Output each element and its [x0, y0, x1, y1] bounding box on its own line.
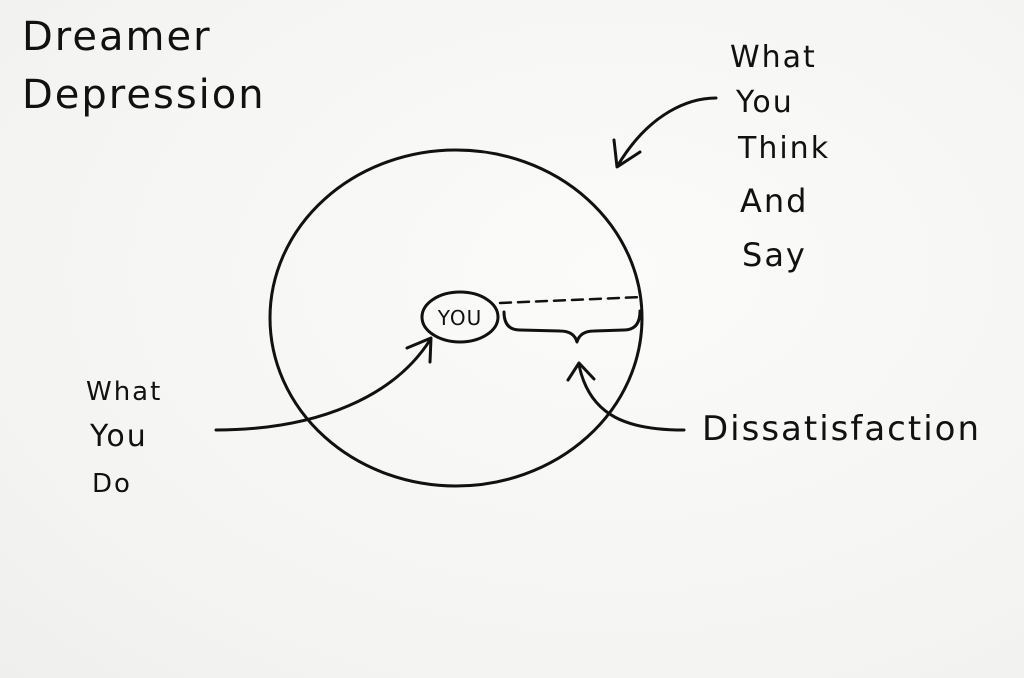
left-label-line-1: What: [86, 377, 162, 407]
title-line-2: Depression: [22, 72, 266, 118]
outer-circle: [268, 148, 644, 488]
outer-label-line-5: Say: [742, 236, 807, 274]
gap-label-arrow: [577, 363, 686, 432]
left-label-line-2: You: [89, 419, 148, 454]
outer-label-arrow: [616, 96, 718, 167]
inner-circle: [420, 290, 500, 344]
gap-dashed-line: [498, 295, 644, 305]
left-label-arrowhead: [405, 336, 433, 364]
gap-label-arrowhead: [566, 361, 596, 382]
outer-label-arrowhead: [612, 138, 642, 169]
outer-label-line-1: What: [730, 40, 817, 75]
left-label-line-3: Do: [92, 469, 132, 499]
gap-curly-brace: [502, 309, 642, 344]
gap-label: Dissatisfaction: [702, 409, 981, 449]
left-label-arrow: [214, 338, 432, 432]
outer-label-line-2: You: [735, 85, 794, 120]
inner-circle-label: YOU: [437, 306, 483, 330]
title-line-1: Dreamer: [22, 14, 212, 60]
outer-label-line-3: Think: [737, 131, 830, 166]
outer-label-line-4: And: [740, 182, 808, 220]
